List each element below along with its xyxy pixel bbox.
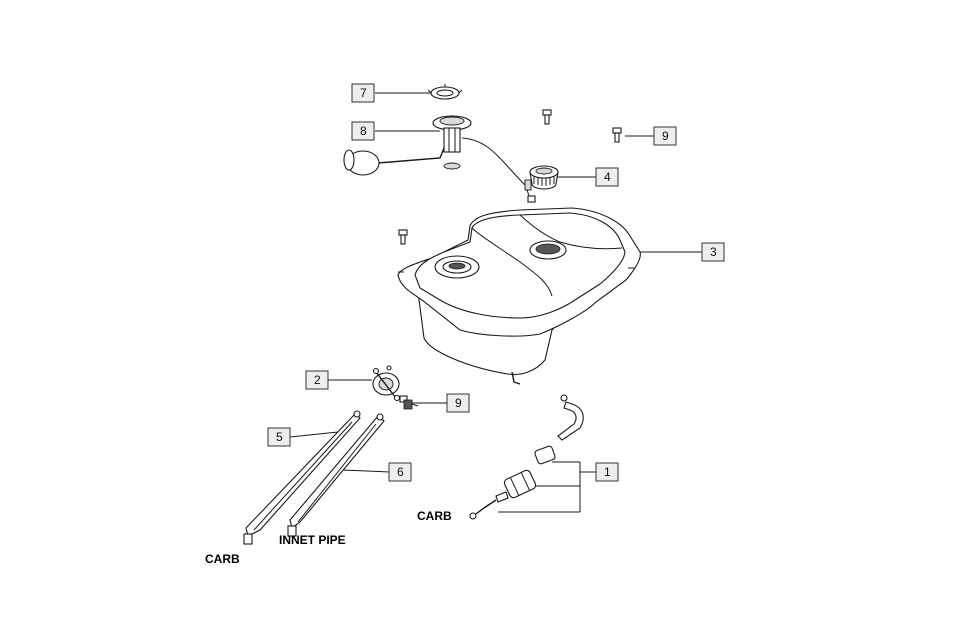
callout-8: 8 — [351, 121, 375, 141]
callout-5: 5 — [267, 427, 291, 447]
callout-6: 6 — [388, 462, 412, 482]
carb-label-left: CARB — [205, 552, 240, 566]
fuel-cap-part — [529, 165, 559, 190]
svg-text:9: 9 — [455, 396, 462, 410]
carb-label-right: CARB — [417, 509, 452, 523]
callout-2: 2 — [305, 370, 329, 390]
svg-text:6: 6 — [397, 465, 404, 479]
svg-text:1: 1 — [604, 465, 611, 479]
svg-text:5: 5 — [276, 430, 283, 444]
callout-9-bottom: 9 — [446, 393, 470, 413]
callout-4: 4 — [595, 167, 619, 187]
callout-9-top: 9 — [653, 126, 677, 146]
callout-1: 1 — [595, 462, 619, 482]
fuel-tank-part — [397, 207, 641, 385]
fitting-part — [399, 395, 419, 410]
fuel-sender-part — [343, 115, 536, 203]
svg-text:8: 8 — [360, 124, 367, 138]
svg-text:4: 4 — [604, 170, 611, 184]
svg-text:2: 2 — [314, 373, 321, 387]
callout-3: 3 — [701, 242, 725, 262]
svg-text:9: 9 — [662, 129, 669, 143]
lock-ring-part — [427, 84, 463, 100]
innet-pipe-label: INNET PIPE — [279, 533, 346, 547]
fuel-pipes-part — [243, 410, 385, 545]
fuel-tap-part — [372, 365, 401, 402]
fuel-filter-part — [469, 394, 584, 520]
svg-text:7: 7 — [360, 86, 367, 100]
leader-lines — [289, 92, 703, 513]
svg-text:3: 3 — [710, 245, 717, 259]
callout-7: 7 — [351, 83, 375, 103]
